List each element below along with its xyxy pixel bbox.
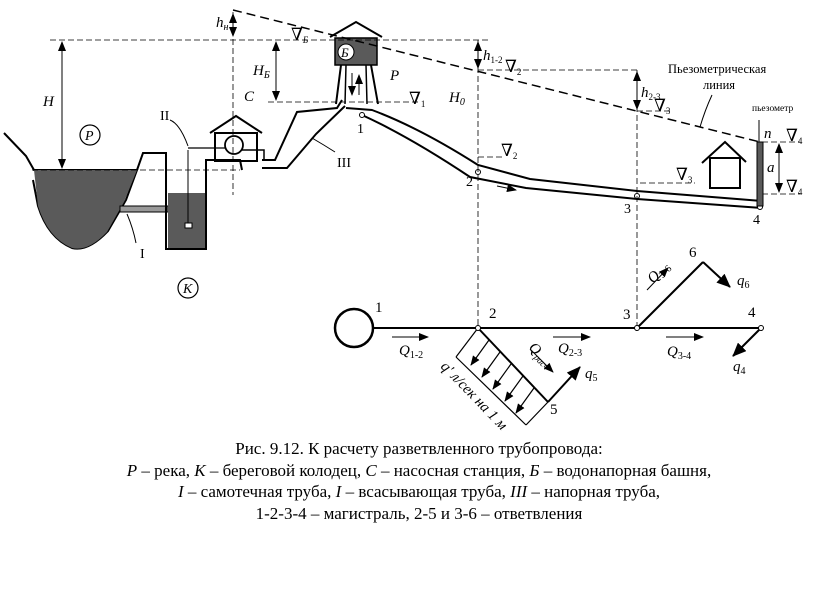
river-marker-label: Р [84, 129, 94, 144]
label-level-B: ∇Б [291, 25, 309, 45]
label-a: a [767, 160, 775, 176]
label-piezo-line-2: линия [703, 78, 735, 92]
river-marker-circle [79, 124, 101, 146]
caption-line-2: Р – река, К – береговой колодец, С – нас… [126, 460, 712, 480]
label-level-3: ∇3 [654, 96, 671, 116]
label-level-2-pipe: ∇2 [501, 141, 517, 161]
label-h23: h2-3 [641, 85, 661, 102]
label-Q36: Q3-6 [645, 258, 675, 288]
consumer-house [701, 140, 747, 189]
pressure-pipe-III [262, 99, 346, 169]
gravity-pipe-I [119, 205, 169, 244]
piezometric-line [232, 9, 761, 143]
label-level-3b: ∇3 [676, 165, 693, 185]
label-h12: h1-2 [483, 48, 503, 65]
label-I: I [140, 247, 145, 262]
pump-station [209, 114, 265, 162]
main-pipeline-profile [345, 107, 763, 209]
label-level-1: ∇1 [409, 89, 425, 109]
net-node-3: 3 [623, 307, 631, 323]
label-III: III [337, 156, 351, 171]
branched-pipeline-scheme: Р I К II C III Б [3, 9, 803, 434]
label-H0: H0 [448, 90, 465, 108]
label-Q34: Q3-4 [667, 344, 691, 362]
point-3: 3 [624, 202, 631, 217]
well-marker-label: К [182, 282, 193, 297]
water-tower [329, 20, 383, 105]
river [3, 132, 139, 250]
caption-line-4: 1-2-3-4 – магистраль, 2-5 и 3-6 – ответв… [255, 503, 583, 523]
label-q6: q6 [737, 273, 750, 291]
well-marker-circle [177, 277, 199, 299]
tower-marker-circle [337, 43, 355, 61]
label-n: n [764, 126, 772, 142]
label-level-4a: ∇4 [786, 126, 803, 146]
label-HB: HБ [252, 63, 270, 81]
point-2: 2 [466, 175, 473, 190]
shore-well [136, 150, 243, 250]
net-node-4: 4 [748, 305, 756, 321]
net-node-6: 6 [689, 245, 697, 261]
label-level-2: ∇2 [505, 57, 521, 77]
caption-line-3: I – самотечная труба, I – всасывающая тр… [177, 482, 661, 501]
label-Q12: Q1-2 [399, 343, 423, 361]
point-4: 4 [753, 213, 760, 228]
label-Qrasch: Qрасч [524, 340, 556, 372]
suction-pipe-II [169, 119, 226, 149]
dimension-lines [32, 12, 800, 330]
network-plan [333, 261, 764, 426]
label-Q23: Q2-3 [558, 341, 582, 359]
net-node-1: 1 [375, 300, 383, 316]
label-q4: q4 [733, 359, 746, 377]
label-level-4b: ∇4 [786, 177, 803, 197]
label-hn: hн [216, 15, 229, 33]
label-C: C [244, 89, 255, 105]
piezometer-tube [756, 120, 764, 207]
figure-caption: Рис. 9.12. К расчету разветвленного труб… [0, 438, 838, 524]
label-q-per-m: q' л/сек на 1 м [437, 359, 510, 434]
label-q5: q5 [585, 366, 598, 384]
caption-line-1: Рис. 9.12. К расчету разветвленного труб… [235, 439, 603, 458]
label-II: II [160, 109, 170, 124]
tower-marker-label: Б [340, 45, 349, 60]
label-piezometer: пьезометр [752, 104, 794, 114]
node-1-dot [359, 112, 365, 118]
net-node-2: 2 [489, 306, 497, 322]
label-piezo-line-1: Пьезометрическая [668, 62, 766, 76]
label-P-line: Р [389, 68, 399, 84]
point-1: 1 [357, 122, 364, 137]
label-H: H [42, 94, 55, 110]
net-node-5: 5 [550, 402, 558, 418]
